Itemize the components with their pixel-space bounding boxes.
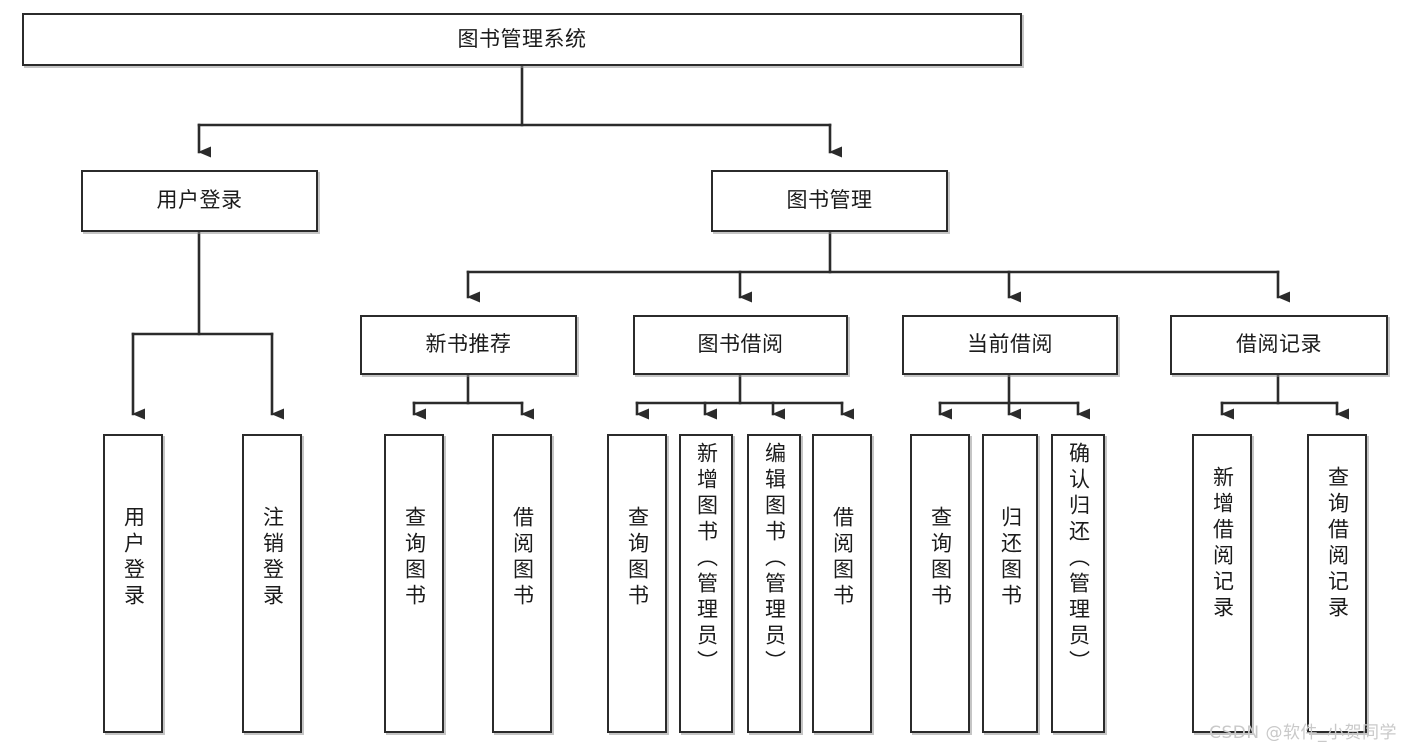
- node-borrow-record-label: 借阅记录: [1236, 332, 1322, 357]
- node-new-book-recommend[interactable]: 新书推荐: [360, 315, 577, 375]
- node-leaf-confirm-return[interactable]: 确认归还（管理员）: [1051, 434, 1105, 733]
- node-leaf-borrow-book-2[interactable]: 借阅图书: [812, 434, 872, 733]
- node-borrow-record[interactable]: 借阅记录: [1170, 315, 1388, 375]
- node-user-login-label: 用户登录: [156, 188, 243, 213]
- node-leaf-return-book[interactable]: 归还图书: [982, 434, 1038, 733]
- node-book-borrow-label: 图书借阅: [697, 332, 784, 357]
- node-leaf-query-book-3[interactable]: 查询图书: [910, 434, 970, 733]
- node-leaf-query-book-2-label: 查询图书: [625, 506, 650, 610]
- node-leaf-query-book-2[interactable]: 查询图书: [607, 434, 667, 733]
- node-leaf-add-book-label: 新增图书（管理员）: [694, 442, 719, 676]
- node-leaf-query-book-1-label: 查询图书: [402, 506, 427, 610]
- node-leaf-user-login[interactable]: 用户登录: [103, 434, 163, 733]
- node-root-label: 图书管理系统: [457, 26, 587, 51]
- node-leaf-return-book-label: 归还图书: [998, 506, 1023, 610]
- node-leaf-add-record-label: 新增借阅记录: [1210, 466, 1235, 622]
- node-leaf-add-record[interactable]: 新增借阅记录: [1192, 434, 1252, 733]
- node-leaf-edit-book-label: 编辑图书（管理员）: [762, 442, 787, 676]
- node-new-book-recommend-label: 新书推荐: [425, 332, 512, 357]
- node-leaf-borrow-book-2-label: 借阅图书: [830, 506, 855, 610]
- node-leaf-confirm-return-label: 确认归还（管理员）: [1066, 442, 1091, 676]
- node-leaf-query-record[interactable]: 查询借阅记录: [1307, 434, 1367, 733]
- node-leaf-borrow-book-1[interactable]: 借阅图书: [492, 434, 552, 733]
- node-leaf-edit-book[interactable]: 编辑图书（管理员）: [747, 434, 801, 733]
- node-book-borrow[interactable]: 图书借阅: [633, 315, 848, 375]
- node-leaf-logout-login[interactable]: 注销登录: [242, 434, 302, 733]
- node-leaf-logout-login-label: 注销登录: [260, 506, 285, 610]
- node-current-borrow-label: 当前借阅: [967, 332, 1053, 357]
- node-book-management-label: 图书管理: [786, 188, 873, 213]
- node-book-management[interactable]: 图书管理: [711, 170, 948, 232]
- node-leaf-borrow-book-1-label: 借阅图书: [510, 506, 535, 610]
- node-leaf-user-login-label: 用户登录: [121, 506, 146, 610]
- node-leaf-query-record-label: 查询借阅记录: [1325, 466, 1350, 622]
- node-current-borrow[interactable]: 当前借阅: [902, 315, 1118, 375]
- watermark-text: CSDN @软件_小贺同学: [1209, 723, 1397, 743]
- node-leaf-add-book[interactable]: 新增图书（管理员）: [679, 434, 733, 733]
- node-root[interactable]: 图书管理系统: [22, 13, 1022, 66]
- node-leaf-query-book-3-label: 查询图书: [928, 506, 953, 610]
- node-user-login[interactable]: 用户登录: [81, 170, 318, 232]
- node-leaf-query-book-1[interactable]: 查询图书: [384, 434, 444, 733]
